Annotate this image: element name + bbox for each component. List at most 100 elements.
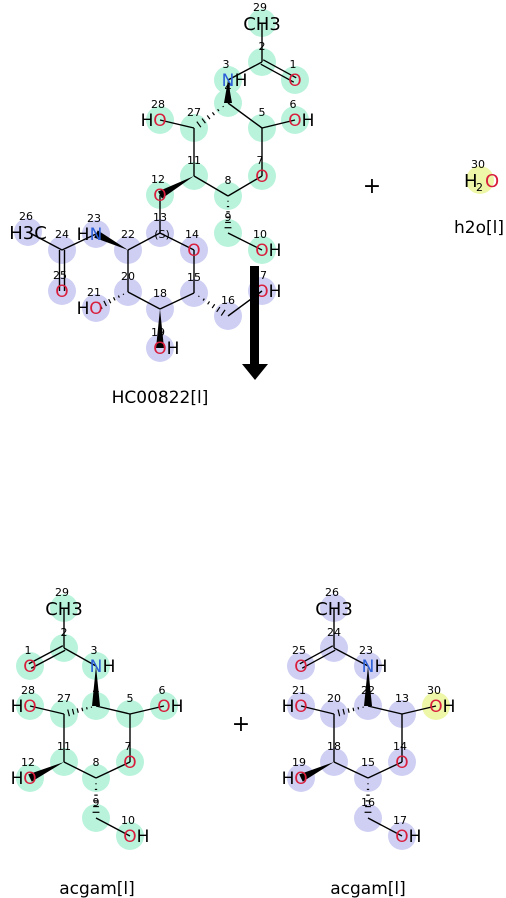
atom: 5 — [127, 692, 134, 705]
hash-bond-segment — [220, 309, 226, 316]
atom-symbol: O — [23, 769, 36, 789]
atom-number: 24 — [327, 626, 341, 639]
atom-symbol: N — [90, 657, 103, 677]
reaction-arrow-head — [242, 364, 268, 380]
atom-number: 5 — [259, 106, 266, 119]
hash-bond-segment — [196, 121, 202, 128]
atom-number: 27 — [57, 692, 71, 705]
double-bond-line — [28, 645, 64, 665]
single-bond — [227, 175, 263, 197]
atom-hydrogen: H — [171, 697, 184, 717]
hash-bond-segment — [337, 709, 341, 717]
atom-hydrogen: H — [269, 282, 282, 302]
atom: 18 — [153, 287, 167, 300]
atom: 8 — [93, 756, 100, 769]
stereo-label: (S) — [154, 228, 170, 241]
hash-bond — [198, 295, 226, 316]
atom-number: 20 — [121, 270, 135, 283]
hash-bond-segment — [352, 707, 355, 712]
atom-symbol: O — [23, 657, 36, 677]
atom-subscript: 2 — [476, 181, 483, 194]
atom-highlights — [14, 9, 494, 850]
atom-highlight — [466, 166, 494, 194]
single-bond — [159, 292, 195, 310]
hash-bond-segment — [81, 707, 84, 712]
atom-number: 15 — [187, 271, 201, 284]
hash-bond — [224, 200, 232, 229]
atom-hydrogen: H — [282, 769, 295, 789]
atom: (S) — [154, 228, 170, 241]
atom-hydrogen: H — [77, 225, 90, 245]
single-bond — [300, 705, 335, 715]
single-bond — [95, 761, 131, 779]
atom-symbol: O — [187, 241, 200, 261]
double-bond-line — [301, 649, 336, 669]
atom-hydrogen: H — [103, 657, 116, 677]
hash-bond-segment — [117, 295, 120, 298]
single-bond — [127, 232, 161, 251]
single-bond — [61, 233, 97, 251]
atom-number: 6 — [290, 98, 297, 111]
hash-bond-segment — [67, 709, 70, 717]
atom: O25 — [53, 269, 69, 302]
hash-bond-segment — [122, 293, 125, 296]
single-bond — [401, 705, 437, 715]
wedge-bond — [364, 666, 372, 706]
atom: 22 — [121, 228, 135, 241]
hash-bond-segment — [103, 300, 107, 307]
atom: 11 — [187, 154, 201, 167]
single-bond — [193, 175, 229, 197]
atom-number: 22 — [121, 228, 135, 241]
double-bond — [28, 645, 66, 669]
atom: 20 — [121, 270, 135, 283]
hash-bond — [364, 783, 372, 813]
atom-number: 23 — [359, 644, 373, 657]
atom-symbol: O — [23, 697, 36, 717]
atom-number: 25 — [292, 644, 306, 657]
hash-bond-segment — [222, 105, 224, 108]
atom-hydrogen: H — [409, 827, 422, 847]
atom: O1 — [288, 58, 301, 91]
plus-sign-top: + — [363, 174, 381, 199]
atom: 4 — [93, 684, 100, 697]
atom-number: 8 — [225, 174, 232, 187]
hash-bond-segment — [85, 707, 88, 710]
atom: O25 — [292, 644, 308, 677]
atom-number: 10 — [253, 228, 267, 241]
atom-symbol: O — [395, 827, 408, 847]
atom: 18 — [327, 740, 341, 753]
wedge-bond — [28, 762, 64, 782]
single-bond — [261, 119, 296, 129]
wedge-bond — [92, 666, 100, 706]
single-bond — [159, 232, 195, 251]
atom-symbol: H3C — [9, 223, 47, 244]
wedge-bond — [224, 80, 232, 103]
atom-number: 21 — [292, 684, 306, 697]
atom-number: 27 — [187, 106, 201, 119]
single-bond — [367, 817, 403, 837]
atom: O12 — [151, 173, 167, 206]
atom-number: 8 — [93, 756, 100, 769]
atom-symbol: O — [255, 241, 268, 261]
bonds — [27, 23, 437, 837]
atom-hydrogen: H — [302, 111, 315, 131]
atom-number: 30 — [427, 684, 441, 697]
atom-symbol: O — [294, 657, 307, 677]
single-bond — [129, 705, 165, 715]
hash-bond-segment — [216, 306, 221, 313]
atom-number: 17 — [393, 814, 407, 827]
atom-number: 2 — [259, 40, 266, 53]
single-bond — [227, 102, 263, 129]
atom: 11 — [57, 740, 71, 753]
atom-number: 13 — [153, 211, 167, 224]
atom-number: 30 — [471, 158, 485, 171]
atom-highlight — [82, 294, 110, 322]
